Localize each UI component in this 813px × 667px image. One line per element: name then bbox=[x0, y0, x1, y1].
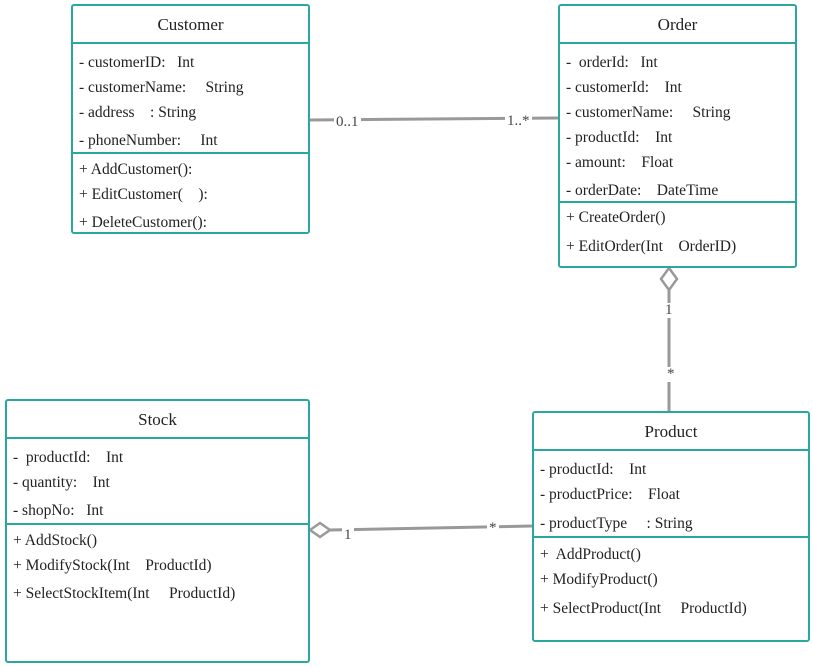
class-name: Customer bbox=[73, 6, 308, 44]
multiplicity-product-stock-end: * bbox=[487, 520, 499, 536]
operation: + ModifyStock(Int ProductId) bbox=[13, 557, 212, 574]
operation: + CreateOrder() bbox=[566, 209, 666, 226]
stock-product-aggregation bbox=[329, 524, 533, 532]
multiplicity-stock-end: 1 bbox=[342, 527, 354, 543]
class-customer[interactable]: Customer - customerID: Int - customerNam… bbox=[71, 4, 310, 234]
multiplicity-customer-end: 0..1 bbox=[334, 114, 361, 130]
class-name: Product bbox=[534, 413, 808, 451]
class-order[interactable]: Order - orderId: Int - customerId: Int -… bbox=[558, 4, 797, 268]
operation: + DeleteCustomer(): bbox=[79, 214, 207, 231]
operation: + ModifyProduct() bbox=[540, 571, 658, 588]
operations-section: + AddCustomer(): + EditCustomer( ): + De… bbox=[73, 154, 308, 231]
stock-aggregation-diamond-icon bbox=[307, 521, 333, 539]
multiplicity-order-aggregate-end: 1 bbox=[663, 302, 675, 318]
attribute: - productId: Int bbox=[566, 129, 673, 146]
order-aggregation-diamond-icon bbox=[659, 265, 679, 293]
attribute: - productId: Int bbox=[13, 449, 124, 466]
attribute: - shopNo: Int bbox=[13, 502, 104, 519]
attribute: - productId: Int bbox=[540, 461, 647, 478]
operation: + AddCustomer(): bbox=[79, 161, 193, 178]
attribute: - quantity: Int bbox=[13, 474, 110, 491]
multiplicity-order-end: 1..* bbox=[505, 113, 532, 129]
multiplicity-product-part-end: * bbox=[665, 366, 677, 382]
operation: + SelectProduct(Int ProductId) bbox=[540, 600, 747, 617]
operation: + SelectStockItem(Int ProductId) bbox=[13, 585, 236, 602]
attribute: - customerName: String bbox=[566, 104, 731, 121]
operations-section: + AddProduct() + ModifyProduct() + Selec… bbox=[534, 538, 808, 638]
attributes-section: - productId: Int - quantity: Int - shopN… bbox=[7, 439, 308, 525]
operations-section: + AddStock() + ModifyStock(Int ProductId… bbox=[7, 525, 308, 660]
attribute: - orderDate: DateTime bbox=[566, 182, 719, 199]
class-product[interactable]: Product - productId: Int - productPrice:… bbox=[532, 411, 810, 642]
class-name: Stock bbox=[7, 401, 308, 439]
attribute: - phoneNumber: Int bbox=[79, 132, 218, 149]
operation: + AddStock() bbox=[13, 532, 98, 549]
attributes-section: - customerID: Int - customerName: String… bbox=[73, 44, 308, 154]
attributes-section: - productId: Int - productPrice: Float -… bbox=[534, 451, 808, 538]
attribute: - customerID: Int bbox=[79, 54, 195, 71]
attribute: - productPrice: Float bbox=[540, 486, 680, 503]
attribute: - customerName: String bbox=[79, 79, 244, 96]
attribute: - amount: Float bbox=[566, 154, 674, 171]
operation: + AddProduct() bbox=[540, 546, 641, 563]
operation: + EditCustomer( ): bbox=[79, 186, 208, 203]
attribute: - address : String bbox=[79, 104, 197, 121]
class-stock[interactable]: Stock - productId: Int - quantity: Int -… bbox=[5, 399, 310, 663]
attributes-section: - orderId: Int - customerId: Int - custo… bbox=[560, 44, 795, 203]
operation: + EditOrder(Int OrderID) bbox=[566, 238, 737, 255]
attribute: - productType : String bbox=[540, 515, 693, 532]
operations-section: + CreateOrder() + EditOrder(Int OrderID) bbox=[560, 203, 795, 265]
class-name: Order bbox=[560, 6, 795, 44]
attribute: - customerId: Int bbox=[566, 79, 682, 96]
attribute: - orderId: Int bbox=[566, 54, 658, 71]
